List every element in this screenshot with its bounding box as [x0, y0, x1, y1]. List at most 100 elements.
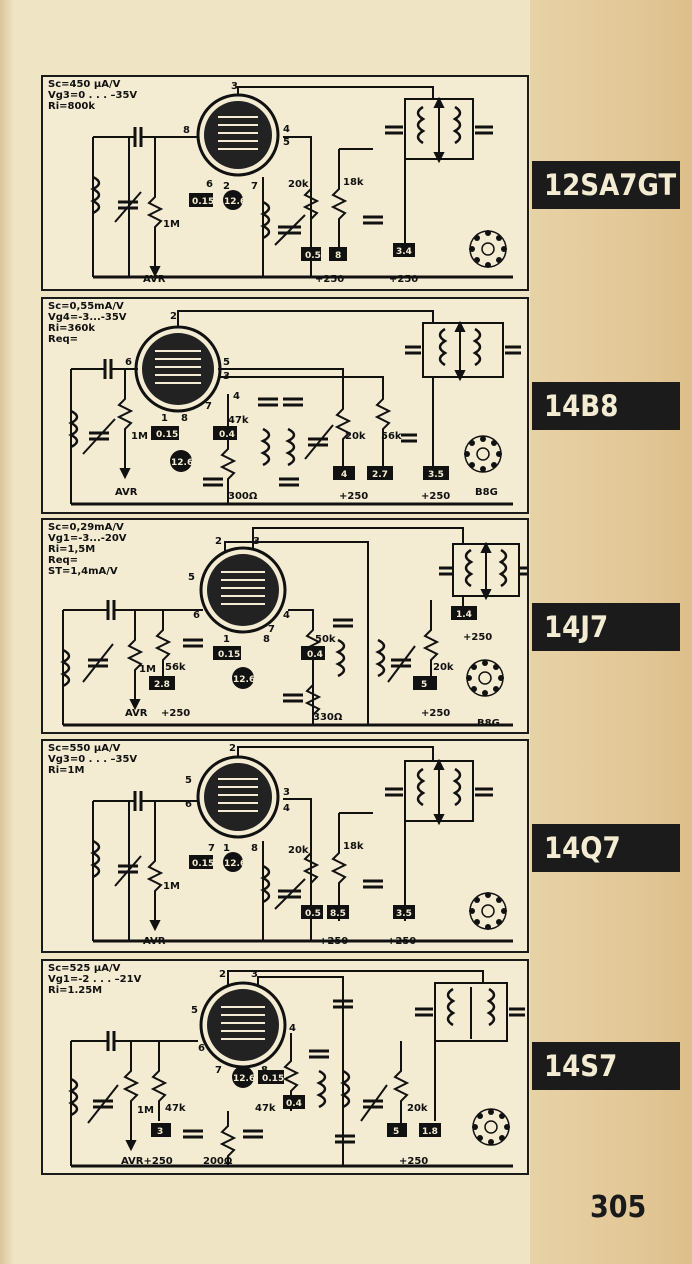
- spec-line: ST=1,4mA/V: [48, 566, 118, 577]
- svg-text:4: 4: [233, 391, 240, 402]
- svg-text:AVR: AVR: [125, 708, 148, 719]
- svg-text:20k: 20k: [345, 431, 366, 442]
- svg-text:6: 6: [193, 610, 200, 621]
- svg-text:56k: 56k: [165, 662, 186, 673]
- svg-text:20k: 20k: [288, 845, 309, 856]
- svg-text:12.6: 12.6: [233, 1074, 255, 1084]
- svg-text:7: 7: [251, 181, 258, 192]
- svg-text:5: 5: [185, 775, 192, 786]
- svg-text:0.4: 0.4: [219, 430, 235, 440]
- svg-text:6: 6: [125, 357, 132, 368]
- svg-text:5: 5: [393, 1127, 399, 1137]
- svg-text:3.4: 3.4: [396, 247, 412, 257]
- svg-text:20k: 20k: [433, 662, 454, 673]
- pin-g1-label: 8: [183, 125, 190, 136]
- spec-line: Sc=525 µA/V: [48, 963, 121, 974]
- svg-text:20k: 20k: [288, 179, 309, 190]
- svg-text:8: 8: [335, 251, 341, 261]
- svg-text:5: 5: [283, 137, 290, 148]
- svg-text:B8G: B8G: [477, 718, 500, 729]
- svg-text:6: 6: [198, 1043, 205, 1054]
- svg-text:2: 2: [215, 536, 222, 547]
- svg-text:0.15: 0.15: [262, 1074, 284, 1084]
- svg-text:2.7: 2.7: [372, 470, 388, 480]
- svg-text:1: 1: [223, 843, 230, 854]
- schematic-panel-14S7: 2 3 5 6 4 7 1 8 47k 47k 20k 1M AVR+250 2…: [41, 959, 529, 1175]
- svg-text:0.15: 0.15: [218, 650, 240, 660]
- tube-specs: Sc=0,55mA/V Vg4=-3...-35V Ri=360k Req=: [48, 301, 127, 345]
- svg-text:18k: 18k: [343, 841, 364, 852]
- svg-text:0.15: 0.15: [192, 859, 214, 869]
- svg-text:7: 7: [205, 401, 212, 412]
- svg-text:0.15: 0.15: [156, 430, 178, 440]
- schematic-14Q7: 2 5 6 3 4 7 1 8 20k 18k 1M AVR +250 +250…: [90, 743, 513, 947]
- svg-text:8: 8: [181, 413, 188, 424]
- svg-text:2: 2: [229, 743, 236, 754]
- spec-line: Req=: [48, 555, 79, 566]
- svg-text:+250: +250: [399, 1156, 428, 1167]
- spec-line: Ri=360k: [48, 323, 96, 334]
- svg-text:0.5: 0.5: [305, 251, 321, 261]
- tube-label: 14B8: [532, 382, 680, 430]
- svg-text:4: 4: [341, 470, 347, 480]
- tube-label: 14J7: [532, 603, 680, 651]
- svg-text:0.4: 0.4: [307, 650, 323, 660]
- svg-text:3: 3: [283, 787, 290, 798]
- svg-text:56k: 56k: [381, 431, 402, 442]
- spec-line: Vg1=-2 . . . –21V: [48, 974, 142, 985]
- svg-text:2: 2: [219, 969, 226, 980]
- svg-text:+250: +250: [421, 708, 450, 719]
- spec-line: Ri=800k: [48, 101, 96, 112]
- svg-text:4: 4: [289, 1023, 296, 1034]
- svg-text:3: 3: [251, 969, 258, 980]
- pin-anode-label: 3: [231, 81, 238, 92]
- svg-text:47k: 47k: [255, 1103, 276, 1114]
- svg-text:0.4: 0.4: [286, 1099, 302, 1109]
- svg-text:1M: 1M: [163, 219, 180, 230]
- svg-text:B8G: B8G: [475, 487, 498, 498]
- spec-line: Sc=450 µA/V: [48, 79, 121, 90]
- spec-line: Vg4=-3...-35V: [48, 312, 127, 323]
- schematic-14B8: 2 6 5 3 4 1 8 7 47k 20k 56k 1M AVR 300Ω …: [68, 310, 521, 506]
- svg-text:300Ω: 300Ω: [228, 491, 258, 502]
- schematic-14J7: 2 3 5 6 4 1 8 7 50k 56k 20k 1M AVR +250 …: [60, 527, 527, 729]
- svg-text:0.15: 0.15: [192, 197, 214, 207]
- svg-text:18k: 18k: [343, 177, 364, 188]
- spec-line: Sc=0,55mA/V: [48, 301, 124, 312]
- svg-text:1M: 1M: [163, 881, 180, 892]
- svg-text:+250: +250: [339, 491, 368, 502]
- svg-text:4: 4: [283, 610, 290, 621]
- svg-text:1.8: 1.8: [422, 1127, 438, 1137]
- svg-text:7: 7: [215, 1065, 222, 1076]
- spec-line: Ri=1,5M: [48, 544, 96, 555]
- svg-text:1.4: 1.4: [456, 610, 472, 620]
- voltage-badges: 0.15 12.6 0.5 8 3.4: [189, 190, 415, 261]
- svg-text:5: 5: [188, 572, 195, 583]
- spec-line: Vg3=0 . . . –35V: [48, 90, 138, 101]
- spec-line: Sc=550 µA/V: [48, 743, 121, 754]
- tube-label: 12SA7GT: [532, 161, 680, 209]
- svg-text:12.6: 12.6: [224, 197, 246, 207]
- svg-text:3: 3: [157, 1127, 163, 1137]
- svg-text:12.6: 12.6: [233, 675, 255, 685]
- svg-text:+250: +250: [389, 274, 418, 285]
- schematic-12SA7GT: 3 8 4 5 6 2 7 20k 18k 1M AVR +250 +250 0…: [90, 81, 513, 285]
- svg-text:5: 5: [191, 1005, 198, 1016]
- svg-text:+250: +250: [387, 936, 416, 947]
- svg-text:12.6: 12.6: [224, 859, 246, 869]
- svg-text:3.5: 3.5: [428, 470, 444, 480]
- schematic-panel-14J7: 2 3 5 6 4 1 8 7 50k 56k 20k 1M AVR +250 …: [41, 518, 529, 734]
- svg-text:7: 7: [268, 624, 275, 635]
- schematic-14S7: 2 3 5 6 4 7 1 8 47k 47k 20k 1M AVR+250 2…: [68, 969, 525, 1168]
- svg-text:47k: 47k: [228, 415, 249, 426]
- svg-text:4: 4: [283, 124, 290, 135]
- svg-text:AVR+250: AVR+250: [121, 1156, 173, 1167]
- tube-label: 14Q7: [532, 824, 680, 872]
- svg-text:330Ω: 330Ω: [313, 712, 343, 723]
- spec-line: Ri=1M: [48, 765, 85, 776]
- svg-text:1M: 1M: [139, 664, 156, 675]
- svg-text:8: 8: [251, 843, 258, 854]
- svg-text:+250: +250: [319, 936, 348, 947]
- svg-text:+250: +250: [161, 708, 190, 719]
- schematic-panel-14Q7: 2 5 6 3 4 7 1 8 20k 18k 1M AVR +250 +250…: [41, 739, 529, 953]
